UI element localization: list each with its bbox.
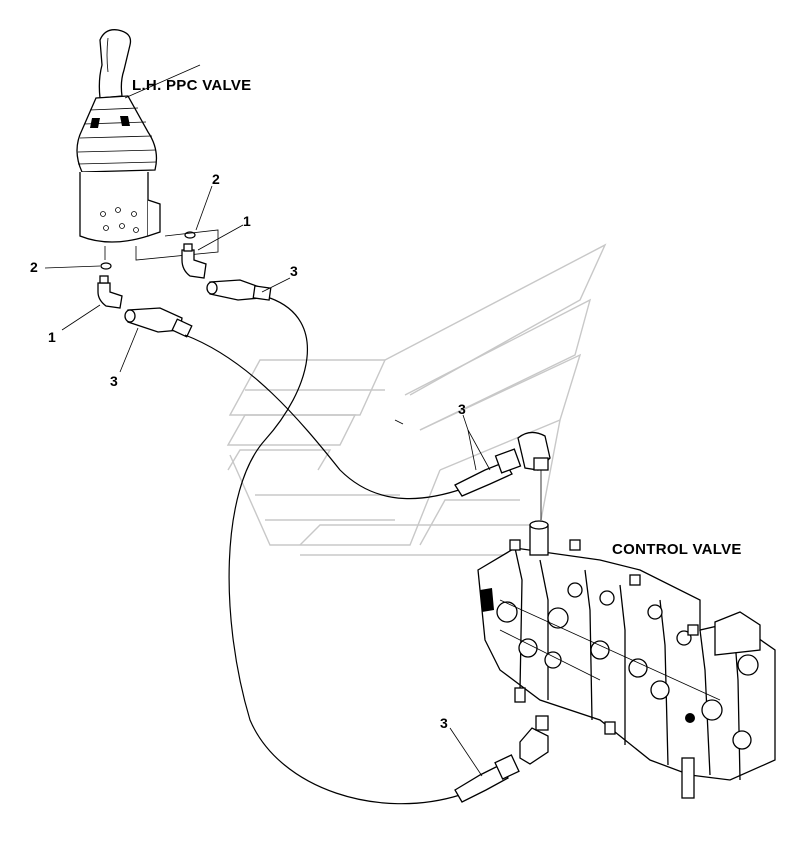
ppc-fittings: [97, 231, 272, 338]
lower-port-fittings: [454, 715, 549, 803]
callout-1-left: 1: [48, 329, 56, 345]
control-valve: [477, 520, 776, 799]
callout-3-left: 3: [110, 373, 118, 389]
ppc-valve-joystick: [76, 29, 219, 261]
callout-3-top: 3: [290, 263, 298, 279]
callout-3-bottom: 3: [440, 715, 448, 731]
hoses: [184, 297, 466, 805]
watermark-logo: [226, 243, 607, 556]
leader-lines: [44, 64, 491, 777]
callout-2-top: 2: [212, 171, 220, 187]
callout-1-top: 1: [243, 213, 251, 229]
control-valve-label: CONTROL VALVE: [612, 541, 742, 558]
ppc-valve-label: L.H. PPC VALVE: [132, 77, 252, 94]
upper-port-fittings: [454, 431, 551, 520]
callout-2-left: 2: [30, 259, 38, 275]
callout-3-mid: 3: [458, 401, 466, 417]
